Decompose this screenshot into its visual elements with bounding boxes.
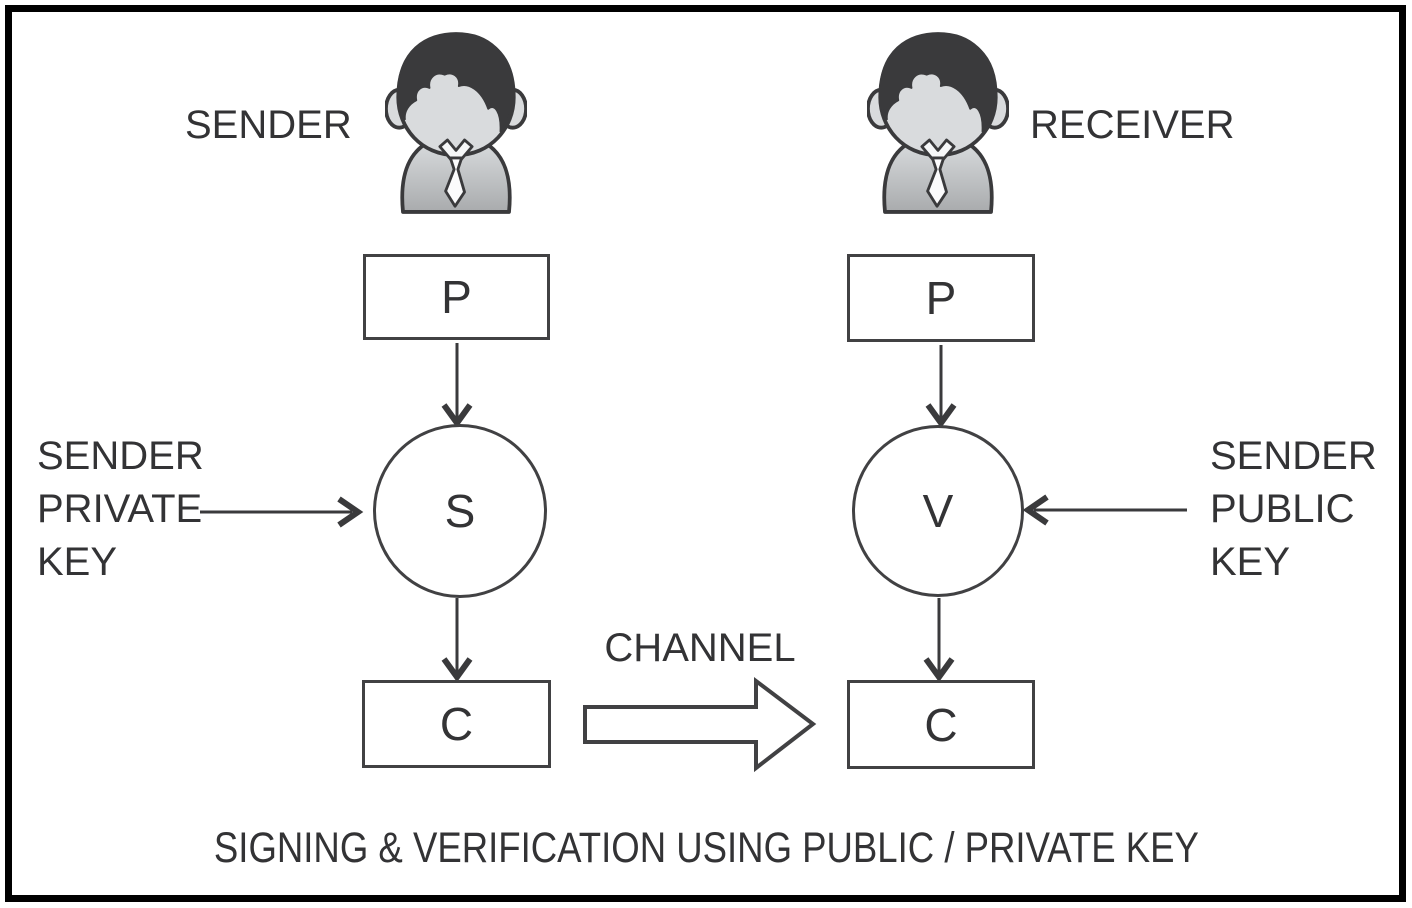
sender-plaintext-box: P — [363, 254, 550, 340]
diagram-caption: SIGNING & VERIFICATION USING PUBLIC / PR… — [0, 824, 1412, 873]
sender-private-key-line2: PRIVATE — [37, 487, 203, 531]
sender-cipher-box: C — [362, 680, 551, 768]
receiver-person-icon — [867, 31, 1009, 214]
sender-public-key-label: SENDER PUBLIC KEY — [1210, 430, 1377, 589]
sender-private-key-line1: SENDER — [37, 434, 204, 478]
channel-label: CHANNEL — [604, 626, 796, 670]
sign-circle: S — [373, 424, 547, 598]
sender-public-key-line1: SENDER — [1210, 434, 1377, 478]
sender-private-key-label: SENDER PRIVATE KEY — [37, 430, 204, 589]
sender-private-key-line3: KEY — [37, 540, 118, 584]
receiver-plaintext-box: P — [847, 254, 1035, 342]
diagram-caption-text: SIGNING & VERIFICATION USING PUBLIC / PR… — [213, 824, 1199, 872]
receiver-label: RECEIVER — [1030, 103, 1235, 147]
receiver-cipher-box: C — [847, 680, 1035, 769]
verify-circle: V — [852, 425, 1024, 597]
sender-public-key-line3: KEY — [1210, 540, 1291, 584]
sender-label: SENDER — [185, 103, 352, 147]
sender-public-key-line2: PUBLIC — [1210, 487, 1355, 531]
sender-person-icon — [385, 31, 527, 214]
